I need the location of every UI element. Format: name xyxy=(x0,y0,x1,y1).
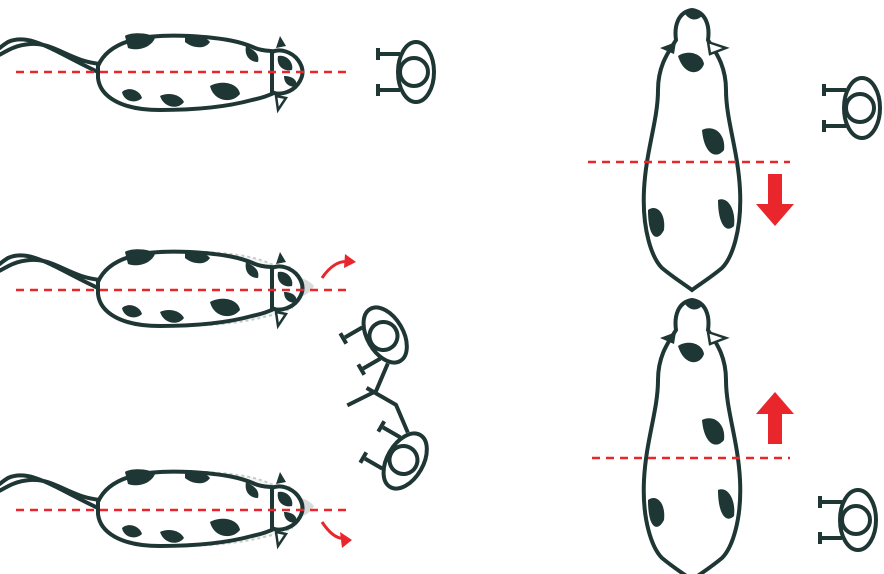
arrow-icon xyxy=(320,260,349,279)
handler-icon xyxy=(818,488,878,552)
handler-icon xyxy=(376,40,436,104)
cow-icon xyxy=(641,297,743,574)
arrow-head xyxy=(340,532,352,548)
arrow-head xyxy=(344,254,356,268)
arrow-icon xyxy=(756,174,794,226)
handler-icon xyxy=(822,76,882,140)
handler-icon xyxy=(335,298,418,408)
cow-icon xyxy=(641,7,743,293)
handler-icon xyxy=(355,386,438,498)
arrow-icon xyxy=(756,392,794,444)
